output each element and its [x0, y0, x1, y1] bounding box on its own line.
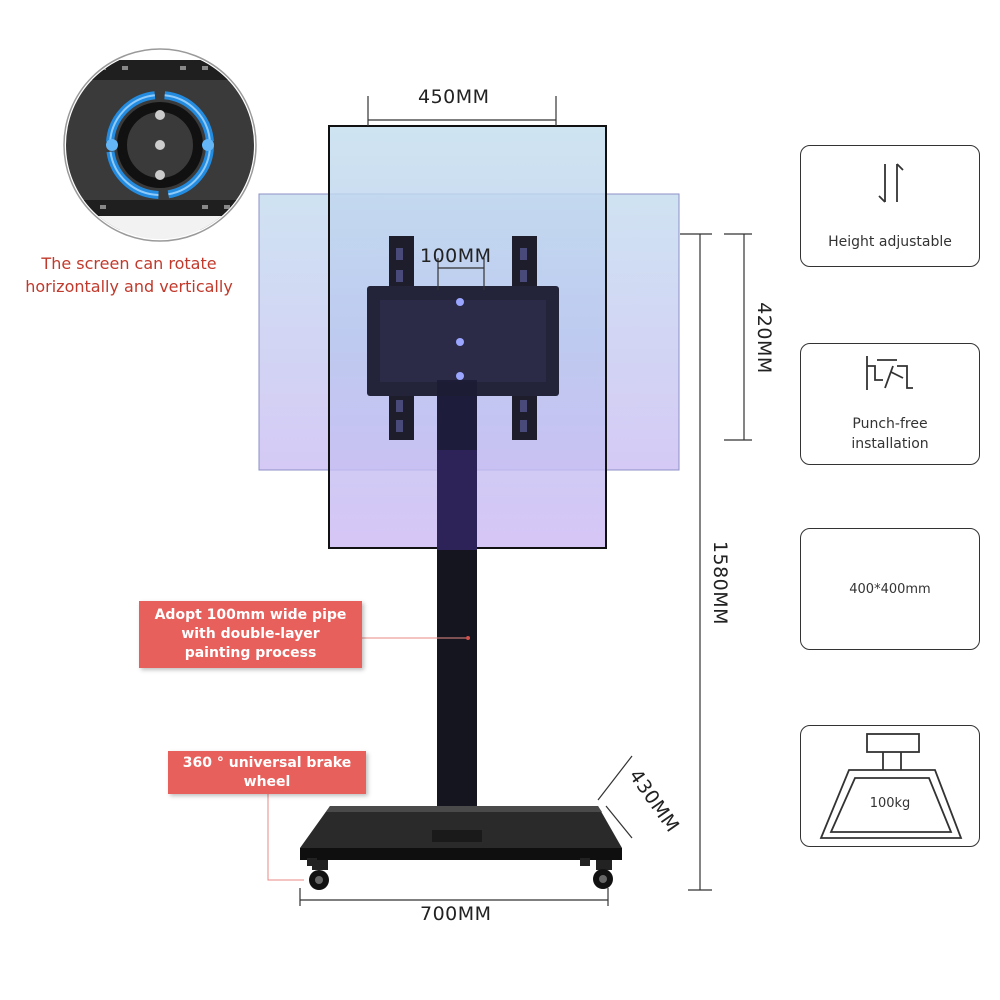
punch-free-icon: [866, 356, 913, 390]
total-height-label: 1580MM: [709, 540, 731, 626]
feature-card-height: Height adjustable: [800, 145, 980, 267]
feature-label: Punch-free installation: [851, 416, 929, 452]
feature-label: 400*400mm: [849, 582, 931, 597]
base-width-label: 700MM: [420, 903, 492, 925]
stand-base: [300, 806, 622, 860]
feature-label: Height adjustable: [828, 234, 952, 250]
rotation-detail: [63, 48, 257, 242]
mount-spacing-label: 100MM: [420, 245, 492, 267]
mount-height-label: 420MM: [753, 302, 775, 374]
feature-label: 100kg: [869, 796, 911, 811]
weight-icon: [819, 733, 963, 839]
pipe-callout: Adopt 100mm wide pipe with double-layer …: [139, 601, 362, 668]
feature-card-punch-free: Punch-free installation: [800, 343, 980, 465]
wheel-callout: 360 ° universal brake wheel: [168, 751, 366, 794]
height-arrows-icon: [878, 163, 904, 203]
feature-card-load: 100kg: [800, 725, 980, 847]
caster-wheels: [307, 858, 613, 890]
screen-width-label: 450MM: [418, 86, 490, 108]
vesa-mount-bracket: [367, 236, 559, 450]
feature-card-vesa: 400*400mm: [800, 528, 980, 650]
rotation-caption: The screen can rotate horizontally and v…: [25, 254, 233, 296]
dimension-lines: [299, 96, 752, 906]
